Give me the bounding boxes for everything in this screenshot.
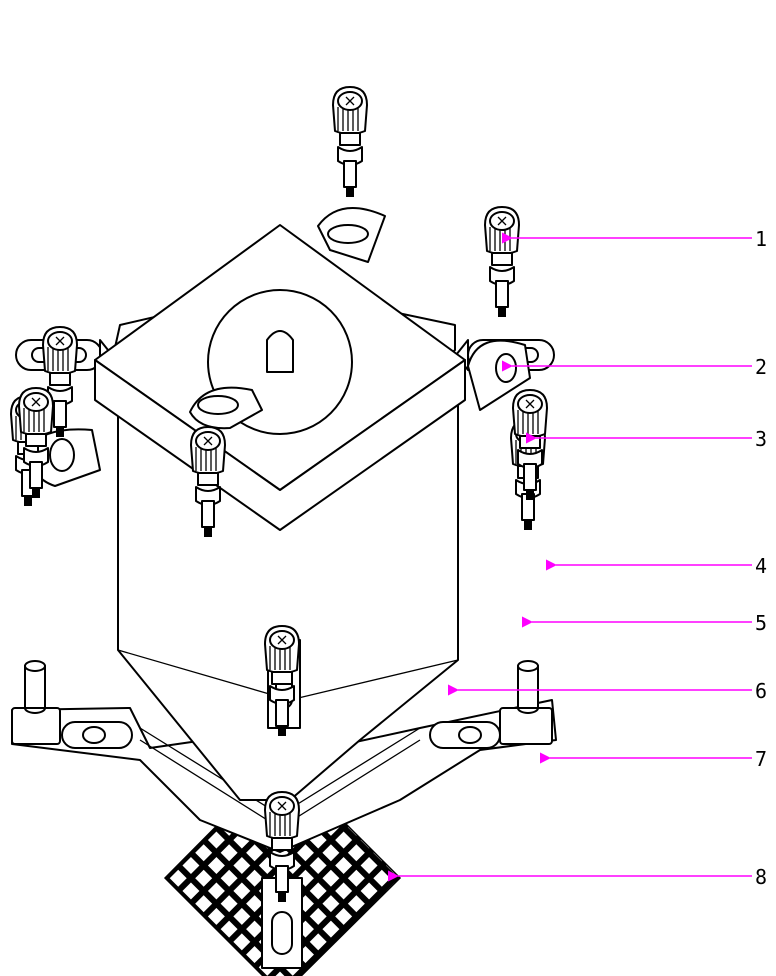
thumb-screw-icon — [42, 326, 78, 437]
callout-6: 6 — [447, 679, 767, 703]
callout-4: 4 — [545, 554, 767, 578]
callout-label: 6 — [755, 679, 767, 703]
callout-label: 5 — [755, 611, 767, 635]
thumb-screw-icon — [18, 387, 54, 498]
callout-label: 3 — [755, 427, 767, 451]
callout-5: 5 — [521, 611, 767, 635]
thumb-screw-icon — [190, 426, 226, 537]
callout-label: 4 — [755, 554, 767, 578]
callout-8: 8 — [387, 865, 767, 889]
thumb-screw-icon — [264, 625, 300, 736]
callout-3: 3 — [525, 427, 767, 451]
callout-label: 2 — [755, 355, 767, 379]
thumb-screw-icon — [484, 206, 520, 317]
callout-label: 8 — [755, 865, 767, 889]
callout-7: 7 — [539, 747, 767, 771]
callout-1: 1 — [501, 227, 767, 251]
callout-label: 1 — [755, 227, 767, 251]
thumb-screw-icon — [332, 86, 368, 197]
thumb-screw-icon — [264, 791, 300, 902]
callout-label: 7 — [755, 747, 767, 771]
callout-2: 2 — [501, 355, 767, 379]
